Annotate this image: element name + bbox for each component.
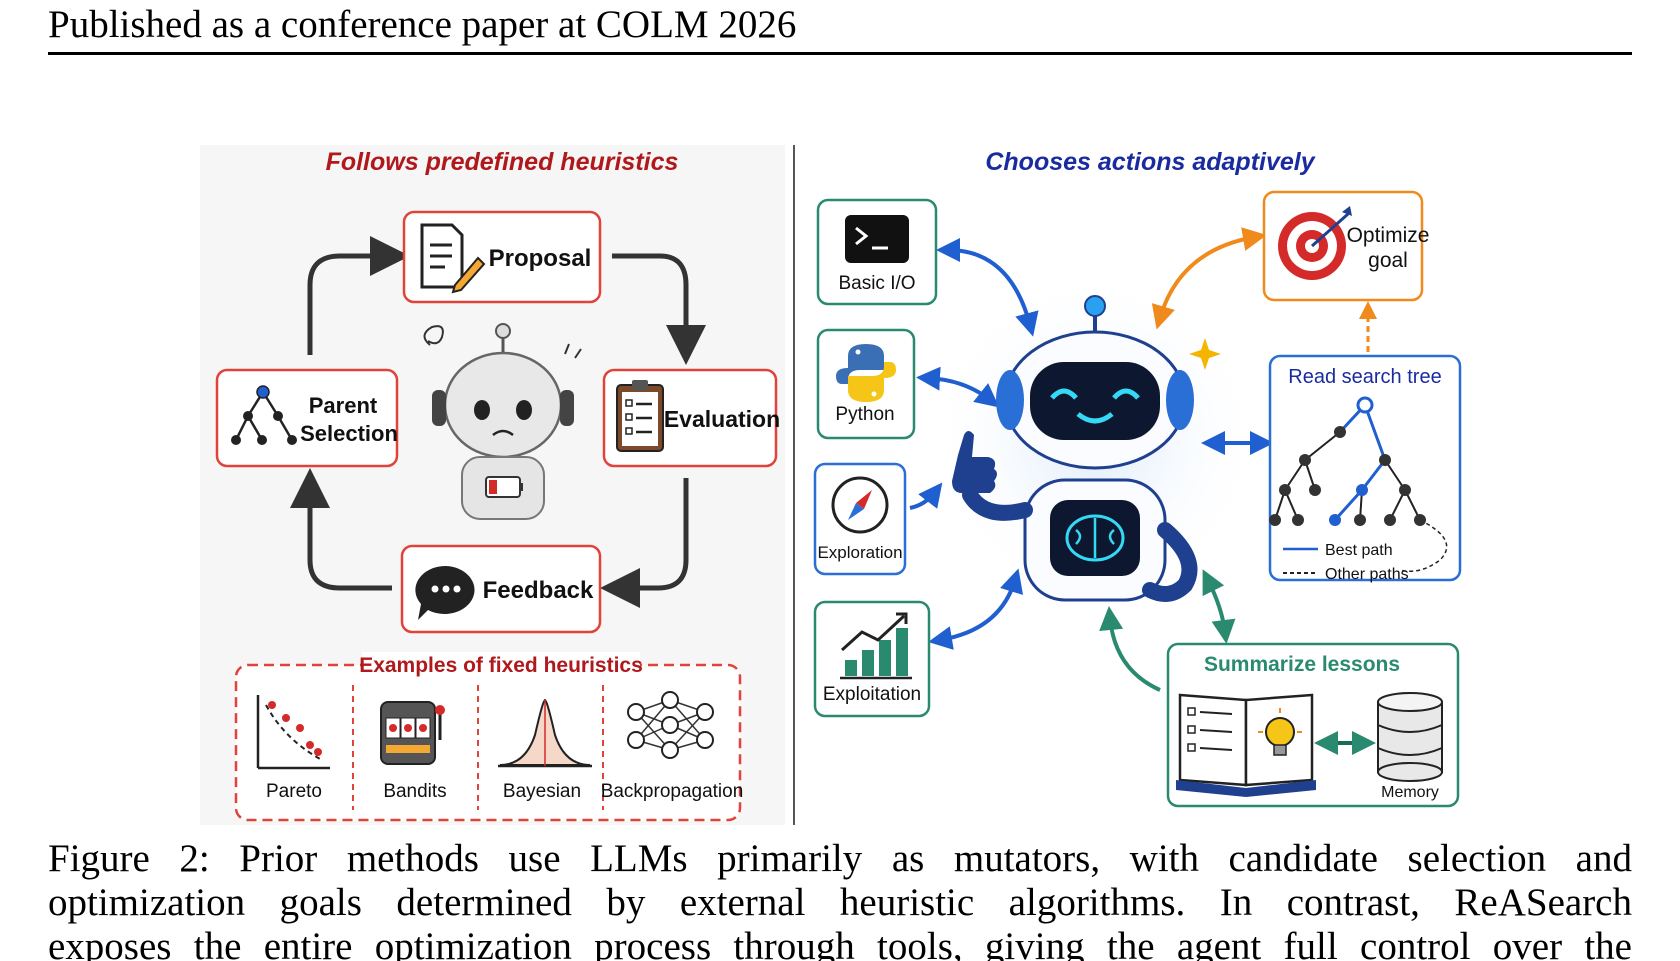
arrow-optimize (1151, 227, 1267, 330)
example-bandits: Bandits (383, 781, 446, 802)
search-tree-title: Read search tree (1288, 366, 1441, 388)
arrow-basic-io (936, 238, 1039, 337)
target-icon (1278, 206, 1352, 280)
arrow-exploitation (928, 568, 1024, 650)
parent-selection-node: Parent Selection (215, 368, 399, 468)
summarize-lessons-node: Summarize lessons (1166, 642, 1460, 808)
happy-robot-illustration (952, 295, 1221, 602)
basic-io-tool: Basic I/O (816, 198, 938, 306)
parent-label-line2: Selection (300, 421, 398, 446)
example-bayesian: Bayesian (503, 781, 581, 802)
examples-title: Examples of fixed heuristics (359, 654, 643, 677)
brain-icon (1065, 514, 1125, 562)
example-backpropagation: Backpropagation (601, 781, 744, 802)
bar-chart-growth-icon (840, 612, 912, 680)
exploitation-label: Exploitation (823, 684, 921, 705)
arrow-summarize-b (1099, 606, 1161, 692)
feedback-node: Feedback (400, 544, 602, 634)
evaluation-node: Evaluation (602, 368, 780, 468)
basic-io-label: Basic I/O (838, 273, 915, 294)
parent-label-line1: Parent (309, 393, 378, 418)
optimize-goal-node: Optimize goal (1262, 190, 1430, 302)
proposal-node: Proposal (402, 210, 602, 304)
chat-bubble-icon (415, 565, 475, 620)
proposal-label: Proposal (489, 245, 592, 272)
database-icon (1377, 692, 1443, 782)
neural-network-icon (627, 691, 714, 759)
memory-label: Memory (1381, 784, 1439, 801)
pareto-icon (256, 695, 330, 770)
arrow-summarize-a (1202, 569, 1236, 644)
arrow-to-feedback (600, 478, 689, 608)
example-pareto: Pareto (266, 781, 322, 802)
tree-icon (231, 385, 297, 445)
exploration-tool: Exploration (813, 462, 907, 576)
header-text: Published as a conference paper at COLM … (48, 3, 797, 46)
other-paths-label: Other paths (1325, 566, 1409, 583)
exploration-label: Exploration (817, 543, 902, 562)
figure: Follows predefined heuristics Proposal (200, 145, 1462, 825)
clipboard-checklist-icon (616, 380, 664, 452)
feedback-label: Feedback (483, 577, 594, 604)
lightbulb-icon (1258, 708, 1302, 756)
arrow-to-parent (290, 468, 392, 591)
figure-caption: Figure 2: Prior methods use LLMs primari… (48, 837, 1632, 961)
python-tool: Python (816, 328, 916, 440)
arrow-exploration (909, 482, 943, 510)
caption-line-1: Figure 2: Prior methods use LLMs primari… (48, 837, 1632, 880)
terminal-icon (845, 215, 909, 263)
search-tree-node: Read search tree (1268, 354, 1462, 583)
arrow-to-proposal (307, 236, 410, 355)
optimize-goal-line2: goal (1368, 249, 1408, 272)
open-book-icon (1176, 693, 1316, 797)
summarize-title: Summarize lessons (1204, 653, 1400, 676)
slot-machine-icon (380, 701, 445, 765)
python-label: Python (835, 404, 894, 425)
compass-icon (831, 476, 889, 534)
left-title: Follows predefined heuristics (326, 148, 679, 176)
best-path-label: Best path (1325, 542, 1393, 559)
left-panel: Follows predefined heuristics Proposal (200, 145, 785, 825)
gaussian-curve-icon (498, 698, 592, 768)
right-title: Chooses actions adaptively (985, 148, 1315, 176)
evaluation-label: Evaluation (664, 406, 780, 432)
document-pencil-icon (420, 223, 486, 294)
right-panel: Chooses actions adaptively Basic I/O (813, 148, 1462, 808)
caption-line-2: optimization goals determined by externa… (48, 881, 1632, 924)
search-tree-diagram (1269, 396, 1448, 572)
optimize-goal-line1: Optimize (1347, 224, 1430, 247)
caption-line-3: exposes the entire optimization process … (48, 925, 1632, 961)
arrow-python (916, 366, 1000, 408)
exploitation-tool: Exploitation (813, 600, 931, 718)
page-header: Published as a conference paper at COLM … (48, 0, 1632, 55)
python-logo-icon (836, 344, 896, 402)
arrow-to-evaluation (612, 253, 706, 365)
sad-robot-illustration (423, 323, 582, 520)
